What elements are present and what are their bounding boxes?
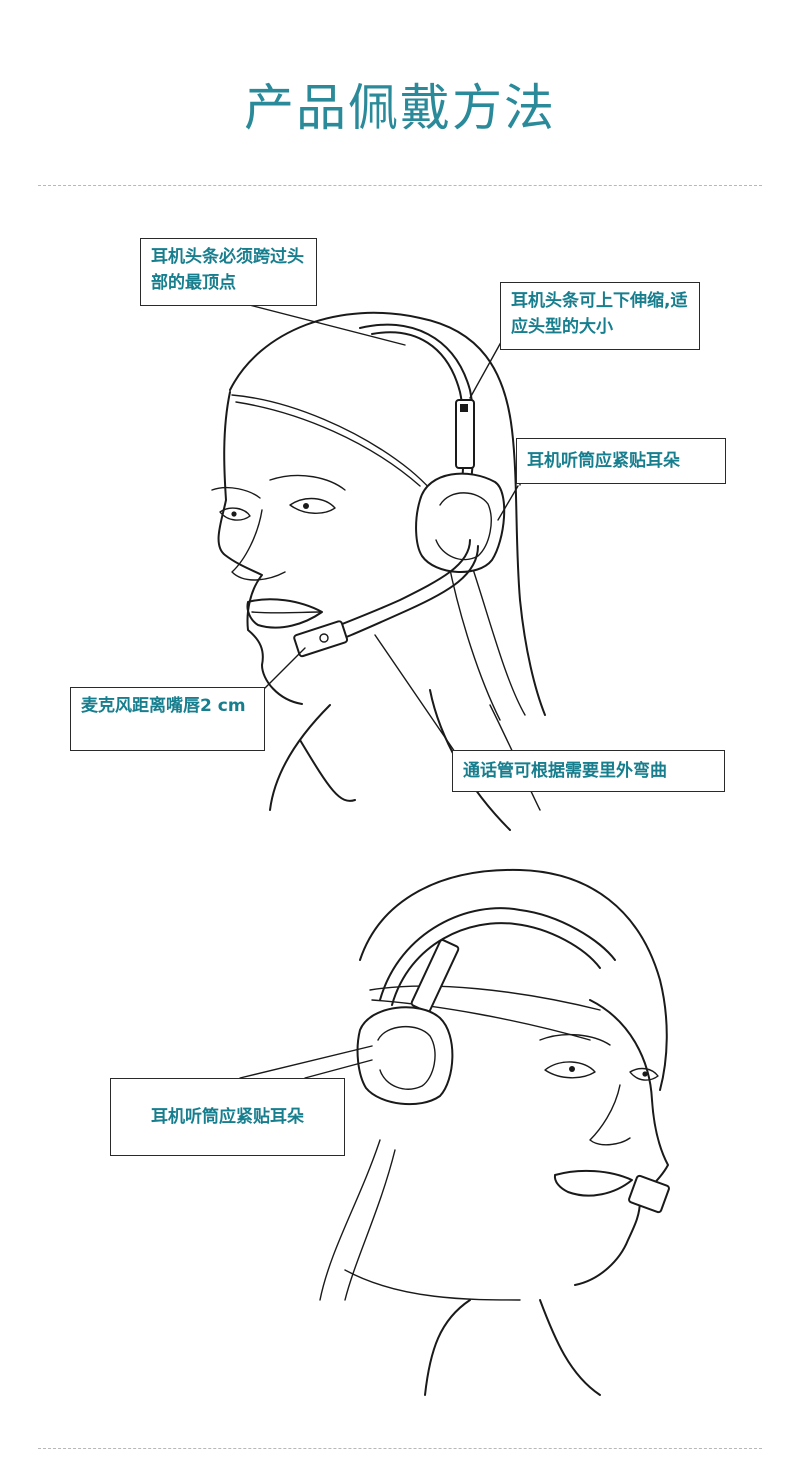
callout-earpiece-text: 耳机听筒应紧贴耳朵 (527, 451, 680, 471)
top-divider (38, 185, 762, 186)
callout-earpiece-2-text: 耳机听筒应紧贴耳朵 (151, 1107, 304, 1127)
figure-2-head (319, 868, 669, 1396)
callout-headband-top: 耳机头条必须跨过头部的最顶点 (140, 238, 317, 306)
callout-boom-text: 通话管可根据需要里外弯曲 (463, 761, 667, 781)
callout-headband-adjust: 耳机头条可上下伸缩,适应头型的大小 (500, 282, 700, 350)
bottom-divider (38, 1448, 762, 1449)
figure-2-leader-lines (239, 1045, 373, 1079)
page-title: 产品佩戴方法 (244, 79, 556, 137)
callout-earpiece-2: 耳机听筒应紧贴耳朵 (110, 1078, 345, 1156)
figure-1-headset (293, 323, 506, 658)
figure-1-leader-lines (229, 299, 521, 753)
callout-boom: 通话管可根据需要里外弯曲 (452, 750, 725, 792)
callout-headband-top-text: 耳机头条必须跨过头部的最顶点 (151, 247, 304, 293)
callout-headband-adjust-text: 耳机头条可上下伸缩,适应头型的大小 (511, 291, 688, 337)
callout-earpiece: 耳机听筒应紧贴耳朵 (516, 438, 726, 484)
callout-mic-distance-text: 麦克风距离嘴唇2 cm (81, 696, 246, 716)
figure-2-headset (356, 907, 670, 1214)
callout-mic-distance: 麦克风距离嘴唇2 cm (70, 687, 265, 751)
